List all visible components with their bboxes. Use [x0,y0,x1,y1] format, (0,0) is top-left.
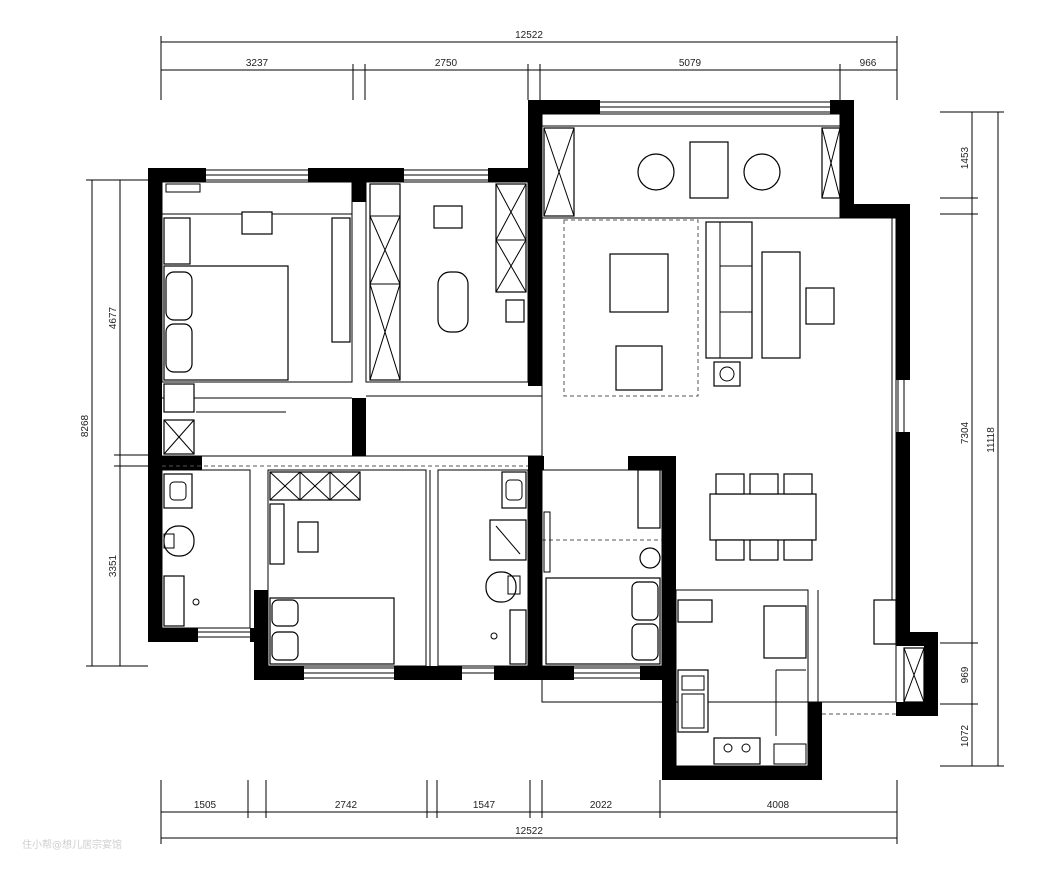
side-table [713,361,741,387]
rug [563,219,699,397]
sideboard [873,599,897,645]
pillow [631,581,659,621]
office-chair [805,287,835,325]
third-bedroom [543,469,661,665]
bottom-dim-5: 4008 [767,800,790,811]
dining-table [709,493,817,541]
basin [509,609,527,665]
desk [241,211,273,235]
right-dim-2: 7304 [960,421,971,444]
interior-lines [161,101,905,767]
right-dim-4: 1072 [960,724,971,747]
shelf [269,503,285,565]
bottom-dim-2: 2742 [335,800,358,811]
stool [639,547,661,569]
round-chair [743,153,781,191]
balcony [543,127,841,217]
living-room [563,219,835,397]
pillow [165,271,193,321]
top-total-dim: 12522 [515,30,543,41]
left-bathroom [163,473,200,627]
sofa [705,221,753,359]
left-dim-2: 3351 [108,554,119,577]
watermark-text: 住小帮@想儿居宗宴馆 [22,838,122,851]
ottoman [437,271,469,333]
sink [163,473,193,509]
master-bedroom [163,183,351,455]
pillow [271,599,299,627]
bottom-total-dim: 12522 [515,826,543,837]
tea-table [689,141,729,199]
chair [783,473,813,495]
chair [783,539,813,561]
walls [148,100,938,780]
wardrobe [637,469,661,529]
fridge [677,599,713,623]
chair [715,473,745,495]
desk [297,521,319,553]
pillow [165,323,193,373]
wardrobe [163,383,195,413]
bottom-dimension-lines: 1505 2742 1547 2022 4008 12522 [160,780,898,844]
left-dimension-lines: 8268 4677 3351 [80,179,148,667]
top-dimension-lines: 12522 3237 2750 5079 966 [160,30,898,100]
top-dim-3: 5079 [679,58,702,69]
counter [677,669,709,733]
chair [715,539,745,561]
right-total-dim: 11118 [986,427,997,453]
wardrobe [369,183,401,381]
kitchen [677,599,807,765]
coffee-table [609,253,669,313]
tv-cabinet [331,217,351,343]
top-dim-1: 3237 [246,58,269,69]
pillow [271,631,299,661]
left-total-dim: 8268 [80,414,91,437]
top-dim-2: 2750 [435,58,458,69]
chair [749,539,779,561]
pillow [631,623,659,661]
dining-area [709,473,925,703]
stove [713,737,761,765]
right-dim-1: 1453 [960,146,971,169]
shower [163,575,185,627]
study [369,183,527,381]
small-table [505,299,525,323]
toilet [163,525,195,557]
bottom-dim-4: 2022 [590,800,613,811]
bottom-dim-1: 1505 [194,800,217,811]
bottom-dim-3: 1547 [473,800,496,811]
top-dim-4: 966 [860,58,877,69]
right-dim-3: 969 [960,666,971,683]
oven [763,605,807,659]
round-chair [637,153,675,191]
chair [433,205,463,229]
middle-bathroom [485,471,527,665]
right-dimension-lines: 1453 7304 969 1072 11118 [940,111,1004,767]
left-dim-1: 4677 [108,306,119,329]
armchair [615,345,663,391]
bookshelf [495,183,527,293]
nightstand [163,217,191,265]
second-bedroom [269,471,395,665]
desk [761,251,801,359]
chair [749,473,779,495]
